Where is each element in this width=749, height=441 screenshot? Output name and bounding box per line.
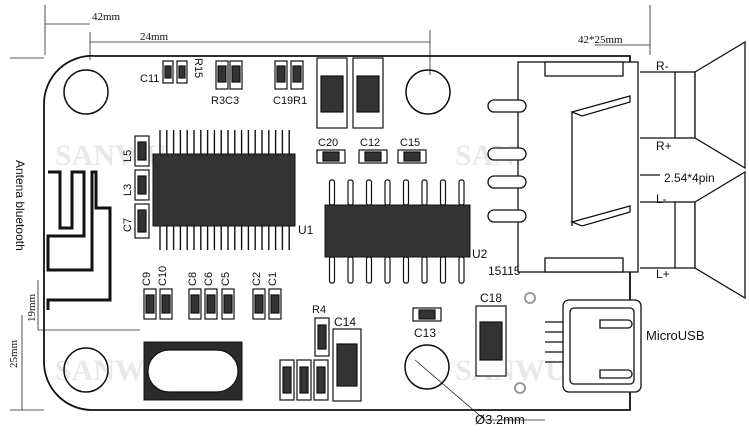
chip-pin (347, 256, 354, 284)
label-l-plus: L+ (656, 267, 670, 281)
dimension-lines (10, 5, 651, 421)
label-r15: R15 (192, 58, 204, 78)
label-c8: C8 (187, 272, 199, 286)
chip-pin (347, 179, 354, 206)
label-microusb: MicroUSB (646, 328, 705, 343)
label-c2: C2 (251, 272, 263, 286)
label-r-plus: R+ (656, 139, 672, 153)
watermark-text-4: SANWU (455, 354, 567, 387)
speakers (640, 40, 746, 300)
watermark-text-1: SANWU (55, 139, 167, 172)
label-l3: L3 (122, 184, 134, 196)
left-smd (134, 135, 150, 239)
bottom-smd (143, 288, 282, 320)
chip-pin (365, 179, 373, 206)
hole-bottom-left (63, 347, 109, 393)
label-l-minus: L- (656, 192, 667, 206)
label-l5: L5 (122, 150, 134, 162)
chip-pin (365, 256, 373, 284)
chip-pin (439, 256, 447, 284)
hole-bottom-right (404, 344, 450, 390)
dim-24mm: 24mm (140, 31, 169, 43)
label-c5: C5 (220, 272, 232, 286)
dim-19mm: 19mm (26, 293, 38, 322)
chip-pin (458, 256, 465, 284)
label-c20: C20 (318, 137, 338, 149)
chip-pin (458, 179, 465, 206)
board-outline (43, 55, 631, 411)
crystal (143, 341, 243, 401)
chip-pin (439, 179, 447, 206)
label-c12: C12 (360, 137, 380, 149)
label-r4: R4 (312, 304, 326, 316)
lower-smd (279, 305, 507, 402)
label-c9: C9 (141, 272, 153, 286)
label-c11: C11 (140, 73, 159, 85)
label-c15: C15 (400, 137, 420, 149)
label-r-minus: R- (656, 59, 669, 73)
dim-size: 42*25mm (578, 34, 623, 46)
dim-hole: Ø3.2mm (475, 412, 525, 427)
chip-pin (384, 256, 391, 284)
label-c19r1: C19R1 (273, 95, 307, 107)
label-c7: C7 (122, 218, 134, 232)
chip-u2 (324, 179, 471, 284)
antenna-label: Antena bluetooth (13, 160, 27, 251)
mounting-holes (63, 69, 451, 393)
dim-25mm: 25mm (8, 339, 20, 368)
hole-top-right (405, 69, 451, 115)
hole-top-left (63, 69, 109, 115)
micro-usb (545, 299, 642, 393)
label-u1: U1 (298, 223, 314, 237)
label-c13: C13 (414, 326, 436, 340)
chip-pin (402, 179, 410, 206)
chip-u1 (152, 130, 296, 250)
vias (514, 292, 536, 394)
label-c18: C18 (480, 291, 502, 305)
chip-pin (402, 256, 410, 284)
label-r3c3: R3C3 (211, 95, 239, 107)
label-15115: 15115 (488, 264, 521, 278)
chip-pin (384, 179, 391, 206)
chip-pin (421, 179, 428, 206)
speaker-connector (487, 61, 639, 273)
chip-pin (421, 256, 428, 284)
label-c10: C10 (157, 266, 169, 286)
label-u2: U2 (472, 247, 488, 261)
label-c6: C6 (203, 272, 215, 286)
top-smd (162, 57, 427, 164)
antenna-trace (46, 170, 112, 310)
label-c1: C1 (267, 272, 279, 286)
chip-pin (328, 256, 336, 284)
label-pin: 2.54*4pin (664, 171, 715, 185)
chip-pin (328, 179, 336, 206)
label-c14: C14 (334, 315, 356, 329)
dim-42mm: 42mm (92, 11, 121, 23)
